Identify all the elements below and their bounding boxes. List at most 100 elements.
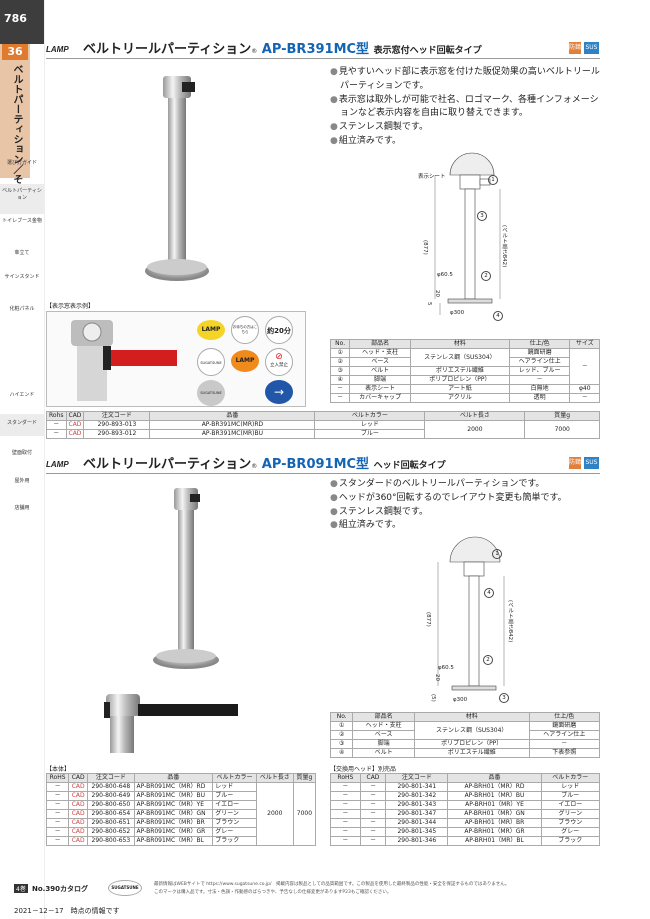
cell: － <box>359 818 387 828</box>
cell: ② <box>329 730 354 740</box>
col-header: CAD <box>65 411 85 421</box>
part-number: AP-BR391MC(MR)BU <box>149 429 316 439</box>
sidebar-item[interactable]: 化粧パネル <box>9 306 35 312</box>
dim-h5-2: (5) <box>430 694 436 702</box>
page-number: 786 <box>0 0 44 44</box>
cell: レッド <box>212 782 257 792</box>
section2-bullet: スタンダードのベルトリールパーティションです。 <box>330 478 600 492</box>
sidebar-item[interactable]: 屋外用 <box>14 478 30 484</box>
cell: 290-800-653 <box>87 836 135 846</box>
order-code: 290-893-013 <box>83 420 151 430</box>
cell: 透明 <box>508 393 571 403</box>
sidebar-item[interactable]: 選び方ガイド <box>6 160 37 166</box>
cell: ブルー <box>212 791 257 801</box>
footer-note-2: このマークは購入品です。寸法・色調・作動感のばらつきや、予告なしの仕様変更があり… <box>154 890 392 895</box>
cell: レッド <box>540 782 601 792</box>
table-row: －カバーキャップアクリル透明－ <box>329 393 600 403</box>
col-header: 品番 <box>149 411 316 421</box>
section1-bullet: 表示窓は取外しが可能で社名、ロゴマーク、各種インフォメーションなど表示内容を自由… <box>330 94 600 122</box>
cell: ヘッド・支柱 <box>349 348 412 358</box>
cell: ブラウン <box>540 818 601 828</box>
cad-icon[interactable]: CAD <box>68 800 89 810</box>
arrow-right-icon: → <box>265 380 293 404</box>
cell: ③ <box>329 366 351 376</box>
cell: － <box>45 782 70 792</box>
section1-rule <box>46 58 600 59</box>
cad-icon[interactable]: CAD <box>68 818 89 828</box>
sidebar-divider <box>44 0 45 919</box>
cell: － <box>45 809 70 819</box>
cad-icon[interactable]: CAD <box>68 809 89 819</box>
cell: AP-BR091MC（MR）BR <box>133 818 214 828</box>
cell: ④ <box>329 375 351 385</box>
cell: ブルー <box>540 791 601 801</box>
cell: － <box>569 393 600 403</box>
info-date: 2021－12－17 時点の情報です <box>14 907 120 915</box>
sidebar-item[interactable]: スタンダード <box>6 420 37 426</box>
part-number: AP-BR391MC(MR)RD <box>149 420 316 430</box>
example-label: 【表示窓表示例】 <box>46 303 95 310</box>
cell: － <box>569 348 600 385</box>
col-header: 質量g <box>292 773 317 783</box>
cad-icon[interactable]: CAD <box>68 827 89 837</box>
rustproof-badge: 防錆 <box>569 42 581 54</box>
product-photo-2 <box>153 488 219 669</box>
sample-20min: 約20分 <box>265 316 293 344</box>
col-header: ベルトカラー <box>314 411 426 421</box>
sidebar-item[interactable]: 傘立て <box>14 250 30 256</box>
col-header: ベルト長さ <box>424 411 526 421</box>
footer-note-1: 最新情報はWEBサイトで https://www.sugatsune.co.jp… <box>154 882 510 887</box>
sidebar-item[interactable]: ベルトパーティション <box>2 188 42 201</box>
col-header: 注文コード <box>87 773 135 783</box>
cad-icon[interactable]: CAD <box>68 791 89 801</box>
sidebar-item[interactable]: ハイエンド <box>9 392 35 398</box>
cell: グレー <box>540 827 601 837</box>
cad-icon[interactable]: CAD <box>65 429 85 439</box>
cad-icon[interactable]: CAD <box>68 782 89 792</box>
sidebar-item[interactable]: サインスタンド <box>4 274 40 280</box>
dim-sheet: 表示シート <box>418 174 446 180</box>
dim-base: φ300 <box>450 310 465 316</box>
dim-height-2: (877) <box>425 612 431 627</box>
section1-title: ベルトリールパーティション® AP-BR391MC型 表示窓付ヘッド回転タイプ <box>83 38 482 57</box>
cell: 290-800-650 <box>87 800 135 810</box>
section1-bullet: 見やすいヘッド部に表示窓を付けた販促効果の高いベルトリールパーティションです。 <box>330 66 600 94</box>
cad-icon[interactable]: CAD <box>65 420 85 430</box>
cell: 290-800-654 <box>87 809 135 819</box>
cell: ベルト <box>349 366 412 376</box>
cell: － <box>330 827 361 837</box>
cell: ステンレス鋼（SUS304） <box>410 348 510 367</box>
cell: － <box>46 429 67 439</box>
col-header: 材料 <box>413 712 530 722</box>
cell: AP-BR091MC（MR）BU <box>133 791 214 801</box>
belt-length: 2000 <box>424 420 526 439</box>
section2-model: AP-BR091MC型 <box>261 457 370 472</box>
cad-icon[interactable]: CAD <box>68 836 89 846</box>
sidebar-item[interactable]: 壁面取付 <box>11 450 32 456</box>
cell: ブラック <box>540 836 601 846</box>
cell: 290-801-343 <box>385 800 449 810</box>
section1-title-text: ベルトリールパーティション <box>83 42 252 57</box>
example-head-photo <box>71 320 177 401</box>
cell: AP-BR091MC（MR）BL <box>133 836 214 846</box>
head-table-label: 【交換用ヘッド】別売品 <box>330 766 397 773</box>
cell: － <box>45 791 70 801</box>
sus-badge-2: SUS <box>584 457 599 469</box>
sidebar-item[interactable]: 店舗用 <box>14 505 30 511</box>
dim-height: (877) <box>422 240 428 255</box>
cell: グリーン <box>540 809 601 819</box>
body-table-label: 【本体】 <box>46 766 71 773</box>
col-header: 品番 <box>447 773 542 783</box>
belt-color: レッド <box>314 420 426 430</box>
sidebar-active-highlight <box>0 184 44 214</box>
cell: 下表参照 <box>528 748 600 758</box>
dim-h20-2: 20 <box>434 674 440 681</box>
sidebar-item[interactable]: トイレブース金物 <box>2 218 42 224</box>
brand-logo: LAMP <box>46 45 69 54</box>
